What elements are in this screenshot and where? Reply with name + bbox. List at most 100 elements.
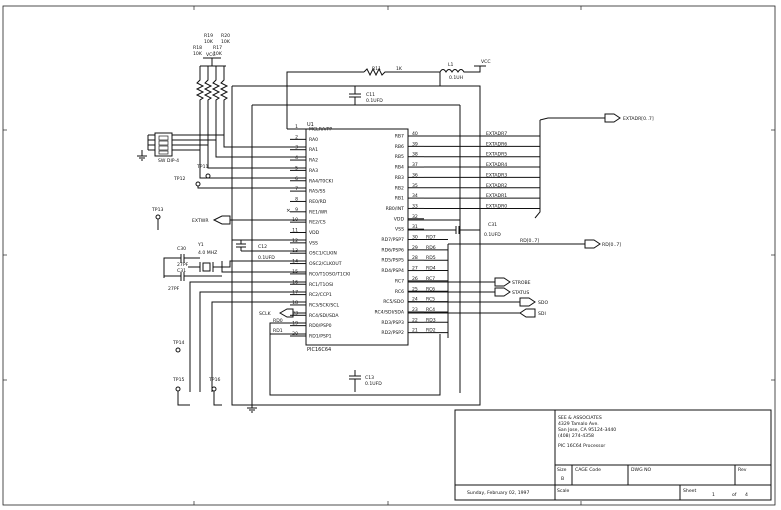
extadr-bus-top	[539, 117, 605, 121]
left-pin-name: MCLR/VPP	[309, 127, 332, 133]
sdo-label: SDO	[538, 300, 548, 306]
left-pin-number: 6	[295, 176, 298, 182]
company-line-3: San Jose, CA 95124-3440	[558, 427, 616, 433]
right-pin-number: 27	[412, 266, 418, 272]
left-pin-number: 9	[295, 207, 298, 213]
tp16-icon	[211, 386, 222, 406]
left-pin-name: RD0/PSP0	[309, 323, 332, 329]
net-label: RD2	[426, 328, 436, 334]
r20-ref: R20	[221, 33, 230, 39]
right-pin-number: 39	[412, 141, 418, 147]
l1-value: 0.1UH	[449, 75, 463, 81]
right-pin-number: 28	[412, 255, 418, 261]
net-label: EXTADR5	[486, 152, 507, 158]
scale-label: Scale	[557, 488, 570, 494]
right-pin-number: 34	[412, 193, 418, 199]
u1-ref: U1	[307, 122, 314, 128]
power-rail-frame	[231, 85, 481, 406]
sheet-border	[2, 5, 776, 506]
left-pin-number: 11	[292, 228, 298, 234]
size-label: Size	[557, 467, 567, 473]
right-pin-name: RC7	[395, 278, 404, 284]
net-mclr	[286, 71, 364, 129]
c13-value: 0.1UFD	[365, 381, 382, 387]
left-pin-name: RC2/CCP1	[309, 292, 332, 298]
net-rc1	[199, 291, 306, 392]
right-pin-name: RD6/PSP6	[381, 247, 404, 253]
extwr-label: EXTWR	[192, 218, 209, 224]
left-pin-name: RA4/T0CKI	[309, 178, 333, 184]
left-pin-name: RA0	[309, 137, 318, 143]
right-pin-name: RD3/PSP3	[381, 320, 404, 326]
right-pin-name: RC4/SDI/SDA	[374, 309, 404, 315]
right-pin-number: 24	[412, 297, 418, 303]
sheet-label: Sheet	[683, 488, 696, 494]
right-pin-name: RB1	[395, 196, 404, 202]
net-label: RC5	[426, 297, 435, 303]
rd-bus-small-label: RD[0..7]	[520, 238, 539, 244]
sheet-total: 4	[745, 492, 748, 498]
c31-ref: C31	[488, 222, 497, 228]
left-pin-number: 1	[295, 124, 298, 130]
net-ra3	[199, 150, 306, 179]
net-label: RC7	[426, 276, 435, 282]
left-pin-number: 14	[292, 259, 298, 265]
sdi-label: SDI	[538, 311, 546, 317]
left-pin-name: RA3	[309, 168, 318, 174]
right-pin-number: 25	[412, 286, 418, 292]
extadr-connector-icon	[604, 113, 621, 123]
no-connect-icon: ×	[286, 208, 291, 214]
company-line-1: SEE & ASSOCIATES	[558, 415, 602, 421]
y1-value: 4.0 MHZ	[198, 250, 217, 256]
y1-ref: Y1	[197, 242, 204, 248]
c31-icon	[408, 219, 480, 234]
net-label: EXTADR4	[486, 162, 507, 168]
c11-icon	[251, 86, 461, 408]
rd-bus-label: RD[0..7]	[602, 242, 621, 248]
left-pin-name: RA2	[309, 158, 318, 164]
r19-value: 10K	[204, 39, 214, 45]
left-pin-number: 4	[295, 155, 298, 161]
left-pin-name: RC3/SCK/SCL	[309, 302, 339, 308]
left-pin-name: RC4/SDI/SDA	[309, 313, 339, 319]
left-pin-name: VSS	[309, 240, 318, 246]
tp11-label: TP11	[196, 164, 208, 170]
right-pin-name: RC6	[395, 289, 404, 295]
sdi-connector-icon	[519, 308, 536, 318]
net-label: RC4	[426, 307, 435, 313]
sclk-label: SCLK	[259, 311, 272, 317]
net-label: EXTADR7	[486, 131, 507, 137]
left-pin-name: RC0/T1OSO/T1CKI	[309, 271, 350, 277]
status-connector-icon	[494, 287, 511, 297]
tp14-icon	[175, 347, 181, 353]
net-label: RD7	[426, 235, 436, 241]
net-label: EXTADR3	[486, 172, 507, 178]
tp15-icon	[175, 386, 190, 406]
left-pin-number: 18	[292, 300, 298, 306]
c31b-value: 27PF	[168, 286, 180, 292]
right-pin-number: 22	[412, 317, 418, 323]
right-pin-number: 40	[412, 131, 418, 137]
r11-icon	[363, 67, 440, 77]
net-label: RD3	[426, 317, 436, 323]
u1-part: PIC16C64	[307, 347, 331, 353]
net-label: EXTADR0	[486, 203, 507, 209]
cage-label: CAGE Code	[575, 467, 601, 473]
right-pin-name: VDD	[394, 216, 405, 222]
c12-value: 0.1UFD	[258, 255, 275, 261]
net-rd0	[269, 322, 441, 396]
l1-icon	[439, 66, 481, 73]
net-label: EXTADR2	[486, 183, 507, 189]
rd-connector-icon	[584, 239, 601, 249]
left-pin-name: RD1/PSP1	[309, 334, 332, 340]
left-pin-number: 12	[292, 238, 298, 244]
c30-ref: C30	[177, 246, 186, 252]
net-label: EXTADR6	[486, 141, 507, 147]
rd0-label: RD0	[273, 318, 283, 324]
u1-body	[305, 128, 409, 346]
net-label: RC6	[426, 286, 435, 292]
sheet-number: 1	[712, 492, 715, 498]
crystal-y1-icon	[188, 260, 306, 273]
